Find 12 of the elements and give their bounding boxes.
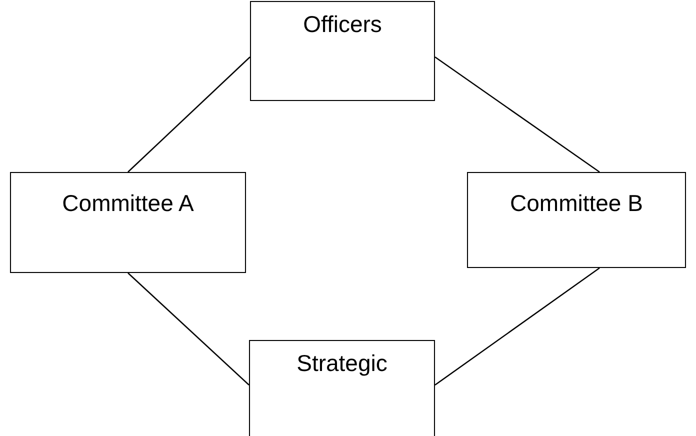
connector-line xyxy=(434,56,600,173)
connector-line xyxy=(128,56,250,172)
box-label: Committee A xyxy=(62,189,194,218)
box-label: Strategic xyxy=(296,349,388,378)
org-box xyxy=(10,172,246,273)
connector-line xyxy=(434,267,600,386)
box-label: Officers xyxy=(303,10,382,39)
box-label: Committee B xyxy=(510,189,643,218)
connector-line xyxy=(128,272,250,386)
org-box xyxy=(467,172,686,268)
org-box xyxy=(250,1,435,101)
org-box xyxy=(249,340,435,436)
